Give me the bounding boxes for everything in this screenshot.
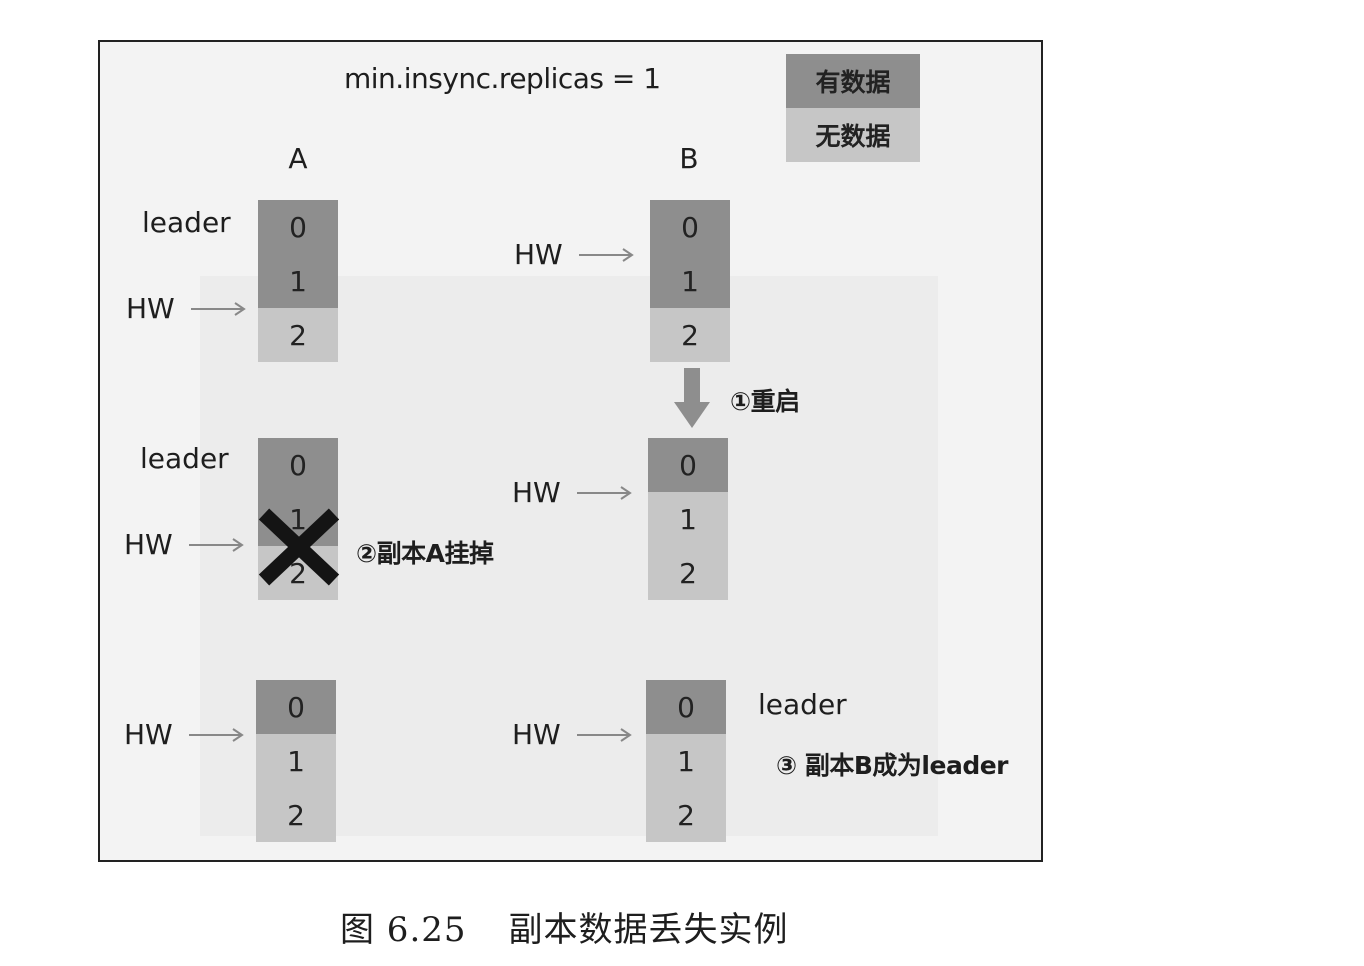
arrow-right-icon [188, 537, 244, 552]
hw-marker: HW [512, 718, 633, 751]
log-cell: 0 [256, 680, 336, 734]
log-cell: 2 [648, 546, 728, 600]
arrow-right-icon [576, 485, 632, 500]
crossed-out-icon [258, 508, 340, 586]
hw-marker: HW [124, 528, 245, 561]
hw-label: HW [512, 718, 561, 751]
column-label-b: B [679, 142, 699, 175]
column-label-a: A [288, 142, 308, 175]
figure-number: 图 6.25 [340, 910, 467, 950]
hw-marker: HW [514, 238, 635, 271]
log-cell: 1 [646, 734, 726, 788]
log-cell: 0 [258, 438, 338, 492]
log-cell: 0 [258, 200, 338, 254]
hw-label: HW [514, 238, 563, 271]
figure-caption: 图 6.25 副本数据丢失实例 [340, 902, 789, 951]
log-cell: 1 [650, 254, 730, 308]
log-cell: 1 [258, 254, 338, 308]
log-cell: 0 [648, 438, 728, 492]
leader-label: leader [140, 442, 229, 475]
legend-no-data: 无数据 [786, 108, 920, 162]
log-cell: 0 [650, 200, 730, 254]
hw-marker: HW [126, 292, 247, 325]
annotation-replica-b-leader: ③ 副本B成为leader [776, 751, 1009, 780]
legend-has-data: 有数据 [786, 54, 920, 108]
hw-marker: HW [124, 718, 245, 751]
arrow-right-icon [576, 727, 632, 742]
diagram-title: min.insync.replicas = 1 [344, 62, 661, 95]
annotation-restart: ①重启 [730, 387, 800, 416]
hw-label: HW [126, 292, 175, 325]
log-cell: 2 [256, 788, 336, 842]
figure-caption-text: 副本数据丢失实例 [508, 910, 789, 950]
annotation-replica-a-down: ②副本A挂掉 [356, 539, 494, 568]
log-cell: 2 [258, 308, 338, 362]
arrow-down-icon [674, 368, 710, 428]
hw-label: HW [124, 528, 173, 561]
hw-label: HW [512, 476, 561, 509]
log-cell: 1 [256, 734, 336, 788]
hw-marker: HW [512, 476, 633, 509]
leader-label: leader [758, 688, 847, 721]
log-cell: 1 [648, 492, 728, 546]
hw-label: HW [124, 718, 173, 751]
log-cell: 2 [650, 308, 730, 362]
log-cell: 0 [646, 680, 726, 734]
arrow-right-icon [188, 727, 244, 742]
arrow-right-icon [190, 301, 246, 316]
arrow-right-icon [578, 247, 634, 262]
leader-label: leader [142, 206, 231, 239]
log-cell: 2 [646, 788, 726, 842]
